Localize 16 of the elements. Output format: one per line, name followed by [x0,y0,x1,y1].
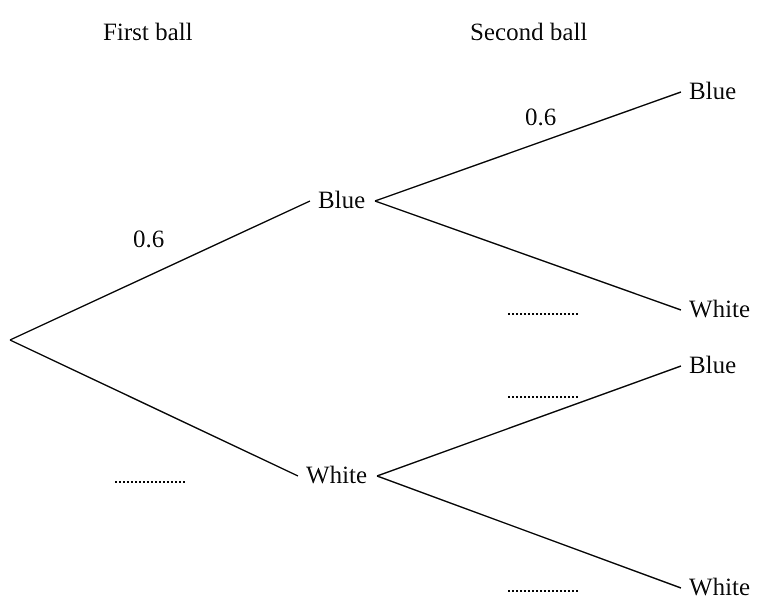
branch-line [376,475,682,589]
branch-line [376,365,682,477]
branch-line [10,339,298,477]
column-heading: Second ball [470,18,588,48]
outcome-label: White [689,573,750,600]
probability-label: 0.6 [133,225,164,255]
branch-line [10,200,310,341]
outcome-label: Blue [689,351,736,381]
column-heading: First ball [103,18,193,48]
branch-line [374,91,682,202]
branch-line [374,200,682,311]
outcome-label: Blue [689,77,736,107]
outcome-label: Blue [318,186,366,216]
probability-label: 0.6 [525,103,556,133]
outcome-label: White [306,461,368,491]
outcome-label: White [689,295,750,325]
